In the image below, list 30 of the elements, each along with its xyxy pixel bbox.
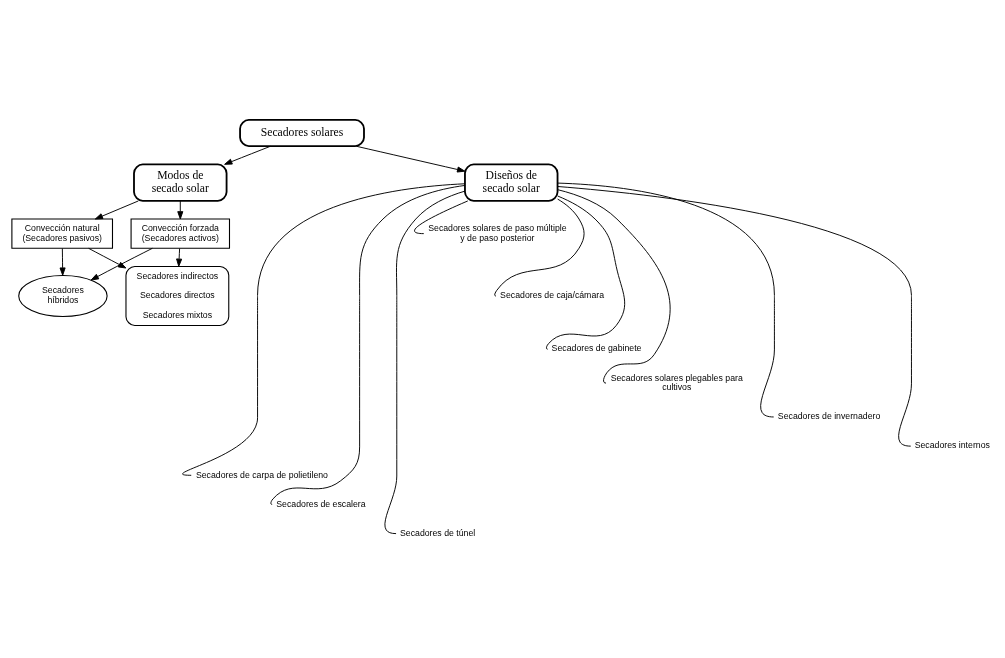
arrow bbox=[90, 247, 153, 280]
node-text: Secadores de escalera bbox=[276, 498, 366, 509]
node-box: Diseños de secado solar bbox=[464, 162, 559, 202]
arrow bbox=[224, 145, 271, 165]
connector bbox=[545, 195, 626, 350]
arrow bbox=[176, 247, 183, 267]
node-text: Secadores de carpa de polietileno bbox=[195, 469, 328, 480]
connector bbox=[494, 198, 585, 296]
node-text: Secadores solares de paso múltiple y de paso posterior bbox=[428, 222, 567, 243]
node-text: Secadores de gabinete bbox=[551, 342, 642, 353]
node-text: Secadores de túnel bbox=[399, 527, 476, 538]
node-text: Secadores de invernadero bbox=[777, 410, 881, 421]
node-box: Secadores indirectos Secadores directos Secadores mixtos bbox=[125, 265, 230, 326]
connector bbox=[182, 182, 466, 476]
node-text: Secadores solares plegables para cultivos bbox=[610, 372, 743, 392]
arrow bbox=[59, 247, 66, 276]
node-box: Modos de secado solar bbox=[133, 162, 228, 202]
connector bbox=[557, 182, 775, 417]
connector bbox=[557, 188, 671, 384]
node-text: Secadores de caja/cámara bbox=[500, 289, 605, 300]
arrow bbox=[88, 247, 127, 268]
arrow bbox=[94, 200, 139, 219]
node-box: Convección forzada (Secadores activos) bbox=[130, 218, 231, 249]
connector bbox=[270, 184, 466, 505]
node-box: Convección natural (Secadores pasivos) bbox=[11, 218, 114, 249]
arrow bbox=[355, 145, 466, 173]
connector bbox=[414, 199, 469, 234]
arrow bbox=[177, 200, 184, 219]
node-text: Secadores internos bbox=[914, 439, 990, 450]
node-box: Secadores solares bbox=[239, 118, 365, 147]
